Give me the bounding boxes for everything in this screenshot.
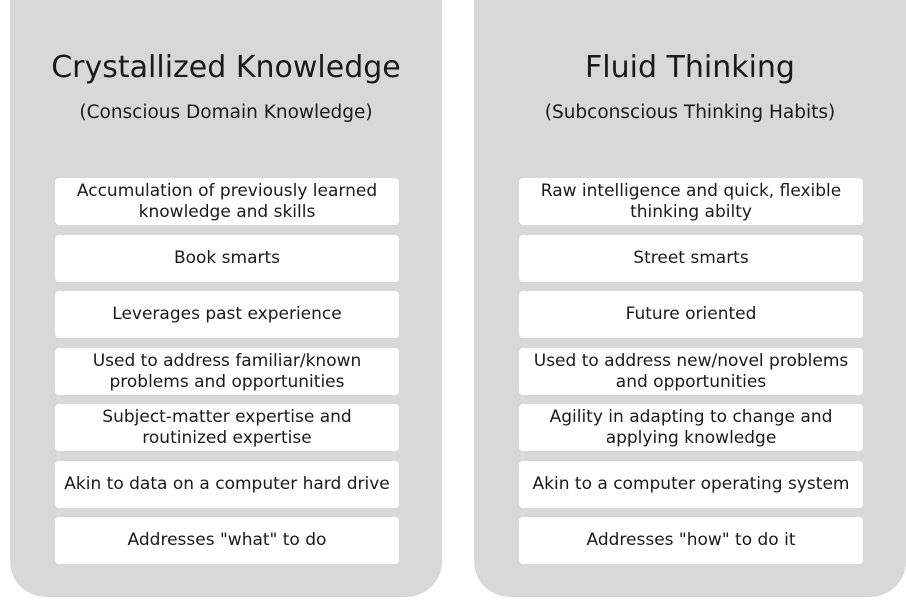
right-item-3: Future oriented [519, 291, 863, 338]
left-item-3: Leverages past experience [55, 291, 399, 338]
left-item-6-text: Akin to data on a computer hard drive [64, 474, 390, 494]
right-item-3-text: Future oriented [625, 304, 757, 324]
right-item-7-text: Addresses "how" to do it [586, 530, 796, 550]
left-item-3-text: Leverages past experience [112, 304, 342, 324]
right-item-5-text: Agility in adapting to change and applyi… [549, 406, 833, 448]
left-item-2: Book smarts [55, 235, 399, 282]
right-item-6: Akin to a computer operating system [519, 461, 863, 508]
crystallized-knowledge-subtitle: (Conscious Domain Knowledge) [79, 102, 373, 123]
left-item-5: Subject-matter expertise and routinized … [55, 404, 399, 451]
left-item-1-text: Accumulation of previously learned knowl… [76, 180, 378, 222]
right-item-1: Raw intelligence and quick, flexible thi… [519, 178, 863, 225]
left-item-5-text: Subject-matter expertise and routinized … [102, 406, 352, 448]
left-item-4: Used to address familiar/known problems … [55, 348, 399, 395]
right-item-2: Street smarts [519, 235, 863, 282]
right-item-7: Addresses "how" to do it [519, 517, 863, 564]
fluid-thinking-subtitle: (Subconscious Thinking Habits) [544, 102, 836, 123]
left-item-2-text: Book smarts [173, 248, 281, 268]
crystallized-knowledge-panel: Crystallized Knowledge (Conscious Domain… [10, 0, 442, 597]
left-item-7: Addresses "what" to do [55, 517, 399, 564]
right-item-2-text: Street smarts [633, 248, 749, 268]
right-item-4-text: Used to address new/novel problems and o… [533, 350, 849, 392]
left-item-4-text: Used to address familiar/known problems … [92, 350, 362, 392]
fluid-thinking-title: Fluid Thinking [585, 50, 795, 85]
right-item-4: Used to address new/novel problems and o… [519, 348, 863, 395]
left-item-6: Akin to data on a computer hard drive [55, 461, 399, 508]
left-item-1: Accumulation of previously learned knowl… [55, 178, 399, 225]
fluid-thinking-panel: Fluid Thinking (Subconscious Thinking Ha… [474, 0, 906, 597]
right-item-5: Agility in adapting to change and applyi… [519, 404, 863, 451]
crystallized-knowledge-title: Crystallized Knowledge [51, 50, 401, 85]
right-item-6-text: Akin to a computer operating system [532, 474, 850, 494]
left-item-7-text: Addresses "what" to do [127, 530, 327, 550]
right-item-1-text: Raw intelligence and quick, flexible thi… [540, 180, 842, 222]
